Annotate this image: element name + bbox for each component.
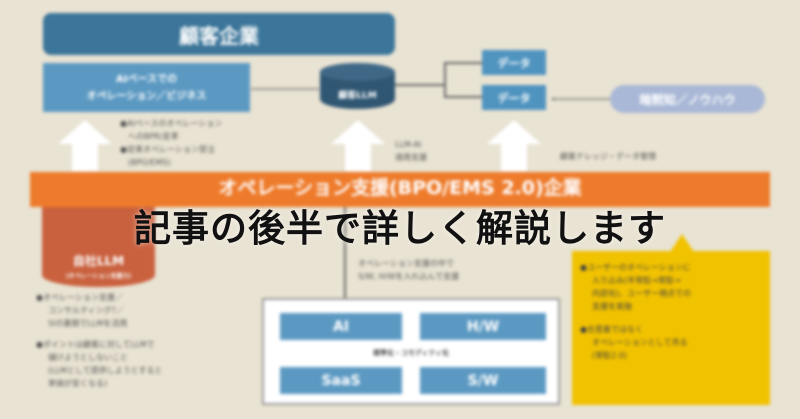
bracket xyxy=(444,62,482,98)
bullet-text: SIの裏側でLLMを活用 xyxy=(48,319,128,328)
dotted-connector-tacit xyxy=(552,98,612,100)
own-llm-label: 自社LLM xyxy=(72,254,125,268)
label-line: LLM-AI xyxy=(395,140,422,149)
dotted-connector xyxy=(252,88,322,90)
ai-operation-box: AIベースでの オペレーション／ビジネス xyxy=(43,63,250,112)
commodity-hw: H/W xyxy=(420,313,546,340)
bullet-text: (BPO/EMS) xyxy=(128,158,171,167)
top-bullets: ●AIベースのオペレーション へのBPR/変革 ●従来オペレーション受注 (BP… xyxy=(120,117,222,169)
commodity-sw: S/W xyxy=(420,367,546,394)
bullet-text: 支援を実施 xyxy=(592,302,632,311)
operation-support-company-bar: オペレーション支援(BPO/EMS 2.0)企業 xyxy=(30,172,770,207)
customer-llm-label: 顧客LLM xyxy=(338,90,377,101)
overlay-caption: 記事の後半で詳しく解説します xyxy=(134,207,666,250)
bullet-text: ●ポイントは顧客に対してLLMで xyxy=(36,340,155,349)
knowledge-management-label: 顧客ナレッジ・データ管理 xyxy=(560,152,656,161)
bullet-text: へのBPR/変革 xyxy=(128,132,179,141)
bullet-text: ●AIベースのオペレーション xyxy=(120,119,223,128)
commodity-saas: SaaS xyxy=(280,367,402,394)
data-box-2: データ xyxy=(482,85,546,110)
customer-company-header: 顧客企業 xyxy=(43,13,395,55)
bullet-text: ●ユーザーのオペレーションに xyxy=(580,263,691,272)
bullet-text: 単価が安くなる) xyxy=(48,379,108,388)
yellow-callout: ●ユーザーのオペレーションに 入り込み(半常駐→常駐→ 内部化)、ユーザー視点で… xyxy=(572,251,770,405)
bullet-text: 入り込み(半常駐→常駐→ xyxy=(592,276,681,285)
bullet-text: オペレーションとして売る xyxy=(592,338,688,347)
label-line: 適用支援 xyxy=(395,153,427,162)
llm-ai-support-label: LLM-AI 適用支援 xyxy=(395,138,427,164)
bullet-text: (常駐2.0) xyxy=(592,351,627,360)
bullet-text: 儲けようとしないこと xyxy=(48,353,128,362)
bullet-text: コンサルティング?／ xyxy=(48,306,124,315)
commodity-ai: AI xyxy=(280,313,402,340)
commodity-label: 標準化・コモディティ化 xyxy=(372,349,450,357)
own-llm-cylinder: 自社LLM (オペレーション支援力) xyxy=(42,207,155,287)
ai-box-line1: AIベースでの xyxy=(116,73,177,85)
own-llm-sub: (オペレーション支援力) xyxy=(65,272,132,280)
tacit-knowledge-pill: 暗黙知／ノウハウ xyxy=(610,85,765,113)
support-text: オペレーション支援の中で S/W, H/Wを入れ込んで支援 xyxy=(358,257,459,283)
label-line: S/W, H/Wを入れ込んで支援 xyxy=(358,272,459,281)
bullet-text: ●合意案ではなく xyxy=(580,325,643,334)
ai-box-line2: オペレーション／ビジネス xyxy=(86,90,207,102)
bullet-text: ●オペレーション支援／ xyxy=(36,293,123,302)
customer-llm-cylinder: 顧客LLM xyxy=(320,63,395,113)
bullet-text: ●従来オペレーション受注 xyxy=(120,145,215,154)
commodity-box: AI H/W 標準化・コモディティ化 SaaS S/W xyxy=(262,298,560,405)
bullet-text: 内部化)、ユーザー視点での xyxy=(592,289,691,298)
label-line: オペレーション支援の中で xyxy=(358,259,454,268)
bracket-line xyxy=(395,84,445,86)
callout-pointer xyxy=(670,234,694,252)
data-box-1: データ xyxy=(482,50,546,75)
vertical-connector xyxy=(344,207,346,299)
bullet-text: (LLMとして提供しようとすると xyxy=(48,366,163,375)
left-bullets: ●オペレーション支援／ コンサルティング?／ SIの裏側でLLMを活用 ●ポイン… xyxy=(36,291,162,390)
